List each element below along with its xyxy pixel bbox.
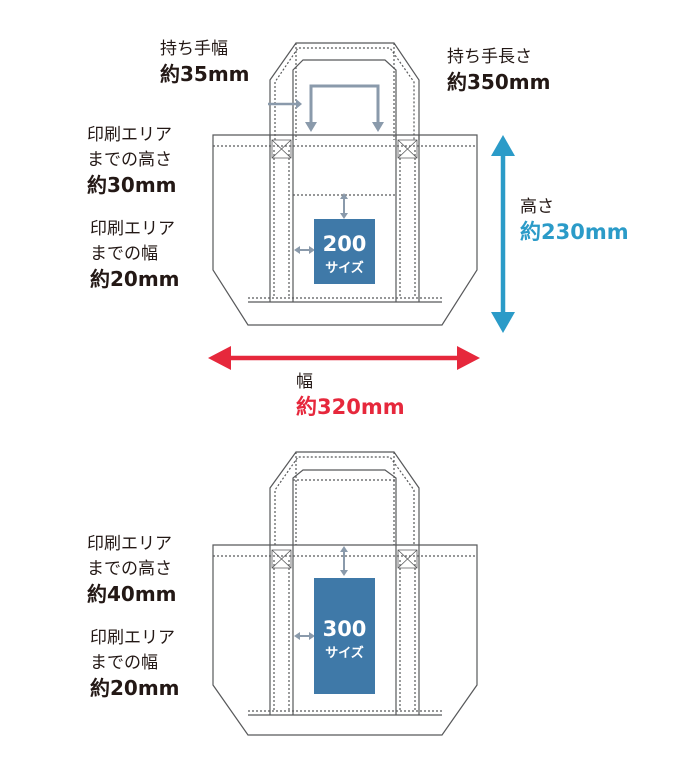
height-title: 高さ	[520, 197, 554, 217]
print-side-label: 印刷エリア までの幅 約20mm	[90, 217, 180, 294]
print-side-value-bottom: 約20mm	[90, 676, 180, 700]
print-side-value: 約20mm	[90, 267, 180, 291]
print-side-title-2-bottom: までの幅	[90, 653, 158, 673]
handle-length-title: 持ち手長さ	[447, 47, 532, 67]
print-height-title-2: までの高さ	[87, 150, 172, 170]
handle-length-label: 持ち手長さ 約350mm	[447, 45, 550, 97]
handle-length-value: 約350mm	[447, 70, 551, 94]
print-area-200	[314, 219, 375, 284]
print-area-300	[314, 578, 375, 694]
print-area-number: 200	[323, 232, 367, 256]
handle-width-label: 持ち手幅 約35mm	[160, 37, 250, 89]
print-area-number-bottom: 300	[323, 617, 367, 641]
print-height-title-1: 印刷エリア	[87, 125, 172, 145]
top-bag	[212, 42, 478, 326]
print-height-value: 約30mm	[87, 173, 177, 197]
width-title: 幅	[296, 372, 313, 392]
print-height-title-1-bottom: 印刷エリア	[87, 534, 172, 554]
print-side-title-2: までの幅	[90, 244, 158, 264]
handle-width-value: 約35mm	[160, 62, 250, 86]
handle-width-title: 持ち手幅	[160, 39, 228, 59]
height-label: 高さ 約230mm	[520, 195, 629, 247]
print-side-title-1: 印刷エリア	[90, 219, 175, 239]
print-area-sub: サイズ	[325, 260, 364, 276]
print-height-value-bottom: 約40mm	[87, 582, 177, 606]
height-value: 約230mm	[520, 220, 629, 244]
width-value: 約320mm	[296, 395, 405, 419]
print-height-label-bottom: 印刷エリア までの高さ 約40mm	[87, 532, 177, 609]
print-area-sub-bottom: サイズ	[325, 645, 364, 661]
print-side-title-1-bottom: 印刷エリア	[90, 628, 175, 648]
print-side-label-bottom: 印刷エリア までの幅 約20mm	[90, 626, 180, 703]
print-height-title-2-bottom: までの高さ	[87, 559, 172, 579]
handle-length-arrow	[309, 84, 380, 128]
width-label: 幅 約320mm	[296, 370, 405, 422]
print-height-label: 印刷エリア までの高さ 約30mm	[87, 123, 177, 200]
